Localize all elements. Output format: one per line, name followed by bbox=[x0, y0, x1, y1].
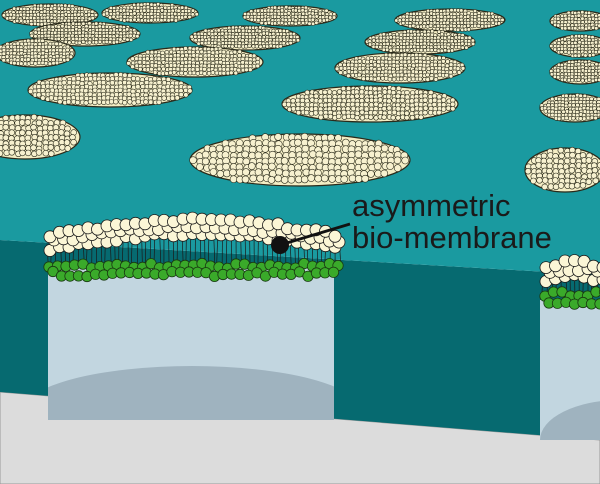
bilayer-left bbox=[43, 211, 346, 283]
lipid-patch bbox=[29, 21, 141, 47]
lipid-patch bbox=[539, 93, 600, 123]
lipid-patch bbox=[549, 34, 600, 58]
lipid-patch bbox=[242, 5, 338, 27]
lipid-patch bbox=[524, 146, 600, 193]
pore-left-bottom bbox=[48, 366, 334, 420]
annotation-label-line2: bio-membrane bbox=[352, 220, 552, 255]
lipid-patch bbox=[281, 85, 459, 123]
bilayer-right bbox=[539, 254, 600, 310]
lipid-patch bbox=[126, 46, 264, 78]
annotation-pointer-dot bbox=[271, 236, 289, 254]
lipid-patch bbox=[394, 8, 506, 32]
lipid-patch bbox=[334, 52, 466, 84]
inner-leaflet-head bbox=[590, 286, 600, 298]
lipid-patch bbox=[189, 132, 411, 187]
outer-leaflet-head bbox=[596, 261, 600, 274]
pore-left bbox=[48, 268, 334, 420]
lipid-patch bbox=[549, 59, 600, 85]
annotation-leader-line bbox=[279, 222, 351, 247]
lipid-patch bbox=[27, 72, 193, 108]
annotation-label-line1: asymmetric bbox=[352, 188, 511, 223]
pore-right bbox=[540, 300, 600, 440]
lipid-patch bbox=[101, 2, 199, 24]
outer-leaflet-head bbox=[328, 229, 342, 243]
lipid-patch bbox=[0, 38, 76, 68]
lipid-patch bbox=[364, 29, 476, 55]
lipid-patches bbox=[0, 2, 600, 193]
inner-leaflet-head bbox=[327, 266, 340, 278]
lipid-patch bbox=[1, 3, 99, 27]
pore-right-bottom bbox=[540, 401, 600, 440]
lipid-patch bbox=[0, 113, 81, 160]
lipid-patch bbox=[189, 25, 301, 51]
